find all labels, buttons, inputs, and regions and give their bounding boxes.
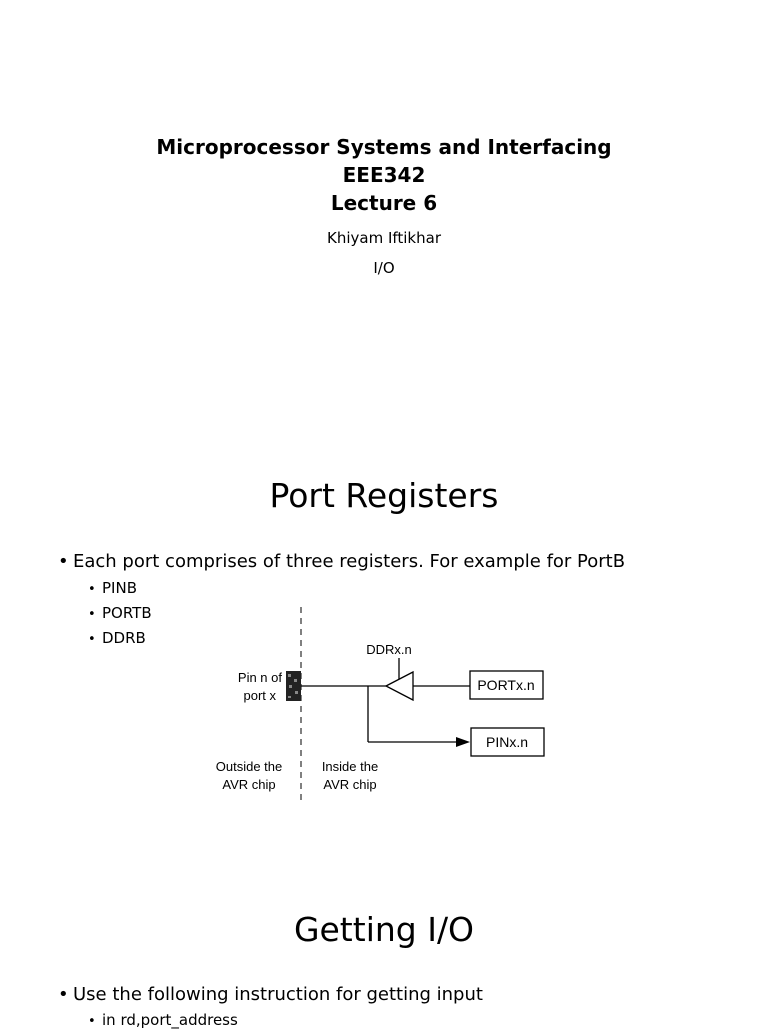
bullet-item: •Each port comprises of three registers.… <box>58 551 625 572</box>
bullet-icon: • <box>88 582 96 597</box>
sub-bullet-text: in rd,port_address <box>102 1011 238 1029</box>
bullet-item: •Use the following instruction for getti… <box>58 984 483 1005</box>
inside-label-line2: AVR chip <box>323 777 376 792</box>
bullet-icon: • <box>88 607 96 622</box>
pinx-box-label: PINx.n <box>486 734 528 750</box>
sub-bullet-ddrb: • DDRB <box>88 629 146 647</box>
sub-bullet-portb: • PORTB <box>88 604 152 622</box>
outside-label-line1: Outside the <box>216 759 283 774</box>
lecture-topic: I/O <box>373 259 395 277</box>
port-registers-slide: Port Registers •Each port comprises of t… <box>0 440 768 860</box>
inside-label-line1: Inside the <box>322 759 378 774</box>
ddr-label: DDRx.n <box>366 642 412 657</box>
lecture-number: Lecture 6 <box>330 191 438 215</box>
pinx-box <box>470 727 545 757</box>
sub-bullet-text: PORTB <box>102 604 152 622</box>
port-pin-diagram: Pin n of port x DDRx.n PORTx.n PINx.n Ou… <box>216 607 545 804</box>
portx-box <box>469 670 544 700</box>
course-code: EEE342 <box>342 163 426 187</box>
portx-box-label: PORTx.n <box>477 677 534 693</box>
sub-bullet-pinb: • PINB <box>88 579 137 597</box>
title-slide: Microprocessor Systems and Interfacing E… <box>0 0 768 420</box>
bullet-icon: • <box>88 1014 96 1029</box>
bullet-text: Each port comprises of three registers. … <box>73 551 626 572</box>
pin-label-line2: port x <box>243 688 276 703</box>
getting-io-slide: Getting I/O •Use the following instructi… <box>0 880 768 1029</box>
sub-bullet-text: DDRB <box>102 629 146 647</box>
bullet-icon: • <box>58 551 69 572</box>
author-name: Khiyam Iftikhar <box>326 229 441 247</box>
bullet-icon: • <box>58 984 69 1005</box>
slide-heading: Port Registers <box>269 476 499 515</box>
pin-label-line1: Pin n of <box>238 670 282 685</box>
outside-label-line2: AVR chip <box>222 777 275 792</box>
bullet-text: Use the following instruction for gettin… <box>73 984 483 1005</box>
title-block: Microprocessor Systems and Interfacing E… <box>0 133 768 217</box>
course-title: Microprocessor Systems and Interfacing <box>156 135 612 159</box>
slide-heading: Getting I/O <box>293 910 475 949</box>
arrow-head <box>456 737 470 747</box>
sub-bullet-text: PINB <box>102 579 137 597</box>
bullet-icon: • <box>88 632 96 647</box>
sub-bullet-instruction: • in rd,port_address <box>88 1011 238 1029</box>
